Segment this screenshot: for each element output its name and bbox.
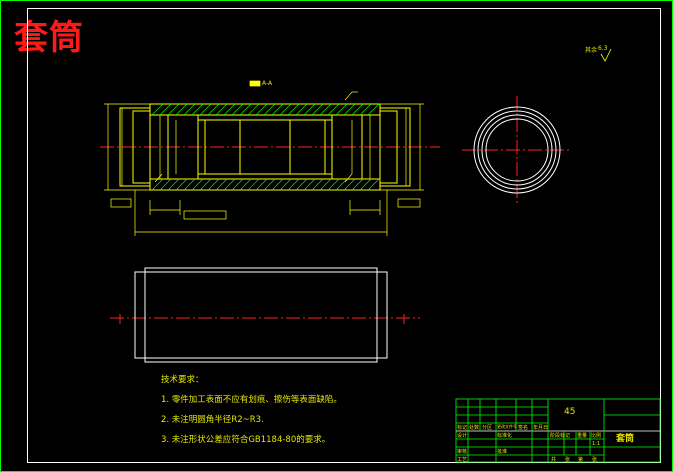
tb-stage-label: 重量 — [577, 433, 588, 439]
tb-role-label: 工艺 — [457, 457, 468, 463]
part-name-label: 套筒 — [616, 434, 635, 444]
roughness-value-label: 6.3 — [598, 45, 608, 52]
section-label: A-A — [262, 80, 273, 87]
tb-row-label: 标记 — [457, 425, 468, 431]
tech-requirements-title: 技术要求： — [161, 375, 204, 385]
tb-stage-label: 阶段标记 — [550, 433, 571, 439]
tb-role-label: 批准 — [497, 449, 508, 455]
tb-stage-label: 比例 — [591, 433, 602, 439]
material-label: 45 — [564, 407, 576, 417]
bottom-hatch — [151, 178, 380, 191]
tb-row-label: 处数 — [469, 425, 480, 431]
tb-row-label: 签名 — [518, 425, 529, 431]
end-view — [462, 96, 572, 204]
drawing-title-overlay: 套筒 — [14, 18, 84, 58]
roughness-symbol — [600, 48, 612, 62]
roughness-other-label: 其余 — [585, 47, 598, 54]
tolerance-frames — [110, 80, 421, 220]
tech-requirement-item: 1. 零件加工表面不应有划痕、擦伤等表面缺陷。 — [161, 395, 342, 405]
tech-requirement-item: 3. 未注形状公差应符合GB1184-80的要求。 — [161, 435, 331, 445]
tech-requirement-item: 2. 未注明圆角半径R2~R3. — [161, 415, 264, 425]
tech-requirements: 技术要求： 1. 零件加工表面不应有划痕、擦伤等表面缺陷。 2. 未注明圆角半径… — [161, 370, 342, 450]
section-view — [100, 80, 440, 236]
tb-row-label: 分区 — [482, 425, 493, 431]
tb-row-label: 更改文件号 — [497, 424, 517, 429]
tb-sheet-label: 张 — [592, 457, 598, 463]
scale-label: 1:1 — [592, 441, 601, 447]
tb-sheet-label: 第 — [578, 457, 584, 463]
outside-view — [110, 267, 420, 363]
tb-role-label: 审核 — [457, 449, 468, 455]
tb-sheet-label: 共 — [551, 457, 557, 463]
top-hatch — [151, 103, 380, 116]
tb-row-label: 年月日 — [533, 425, 549, 431]
tb-role-label: 标准化 — [497, 433, 513, 439]
title-block — [455, 398, 661, 463]
roughness-marks — [154, 91, 358, 183]
inner-frame — [27, 8, 661, 463]
tb-role-label: 设计 — [457, 433, 468, 439]
tb-sheet-label: 张 — [565, 457, 571, 463]
dimension-lines — [104, 103, 424, 236]
